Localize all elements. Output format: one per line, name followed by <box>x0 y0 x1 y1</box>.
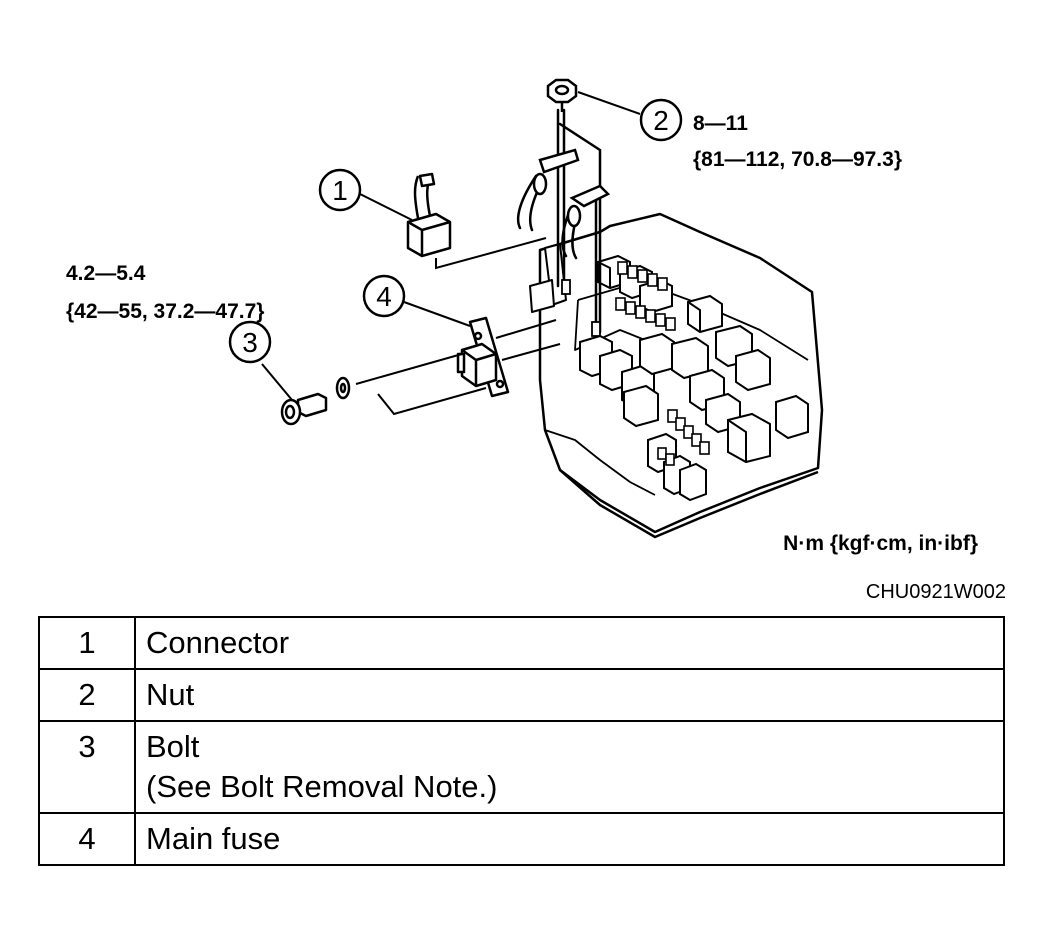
connector-leader-line <box>359 193 413 221</box>
part-name: Main fuse <box>146 821 281 856</box>
callout-1-label: 1 <box>332 175 348 206</box>
main-fuse-guide-line <box>495 319 561 361</box>
part-name: Connector <box>146 625 290 660</box>
part-name: Bolt <box>146 729 200 764</box>
part-number: 1 <box>38 616 136 670</box>
relay-group <box>579 254 809 502</box>
part-name-cell: Bolt (See Bolt Removal Note.) <box>134 720 1005 814</box>
main-fuse-part <box>456 316 510 398</box>
part-name-cell: Connector <box>134 616 1005 670</box>
nut-torque-line1: 8—11 <box>693 112 748 135</box>
callout-2-label: 2 <box>653 105 669 136</box>
connector-guide-line <box>435 237 547 270</box>
part-number: 2 <box>38 668 136 722</box>
washer-part <box>335 376 351 400</box>
bolt-leader-line <box>261 363 293 401</box>
bolt-guide-line <box>355 353 487 416</box>
bolt-part <box>280 392 328 426</box>
callout-1: 1 <box>318 168 362 212</box>
figure-code: CHU0921W002 <box>865 581 1006 603</box>
main-fuse-leader-line <box>403 301 471 327</box>
bolt-torque-line2: {42—55, 37.2—47.7} <box>66 300 264 323</box>
nut-leader-line <box>577 91 641 115</box>
part-name-cell: Main fuse <box>134 812 1005 866</box>
part-number: 4 <box>38 812 136 866</box>
wire-harness <box>516 108 611 337</box>
callout-4: 4 <box>362 274 406 318</box>
connector-part <box>406 172 452 258</box>
nut-torque-line2: {81—112, 70.8—97.3} <box>693 148 902 171</box>
callout-3: 3 <box>228 320 272 364</box>
table-row: 3 Bolt (See Bolt Removal Note.) <box>38 720 1005 814</box>
part-note: (See Bolt Removal Note.) <box>146 769 498 804</box>
callout-3-label: 3 <box>242 327 258 358</box>
bolt-torque-line1: 4.2—5.4 <box>66 262 146 285</box>
torque-units: N·m {kgf·cm, in·ibf} <box>783 532 978 555</box>
table-row: 2 Nut <box>38 668 1005 722</box>
callout-4-label: 4 <box>376 281 392 312</box>
part-number: 3 <box>38 720 136 814</box>
callout-2: 2 <box>639 98 683 142</box>
part-name-cell: Nut <box>134 668 1005 722</box>
exploded-view-diagram: 1 2 3 4 8—11 {81—112, 70.8—97.3} 4.2—5.4… <box>66 78 978 555</box>
fuse-rows <box>615 261 710 466</box>
nut-part <box>546 78 578 112</box>
table-row: 4 Main fuse <box>38 812 1005 866</box>
parts-table: 1 Connector 2 Nut 3 Bolt (See Bolt Remov… <box>38 616 1005 866</box>
part-name: Nut <box>146 677 195 712</box>
table-row: 1 Connector <box>38 616 1005 670</box>
